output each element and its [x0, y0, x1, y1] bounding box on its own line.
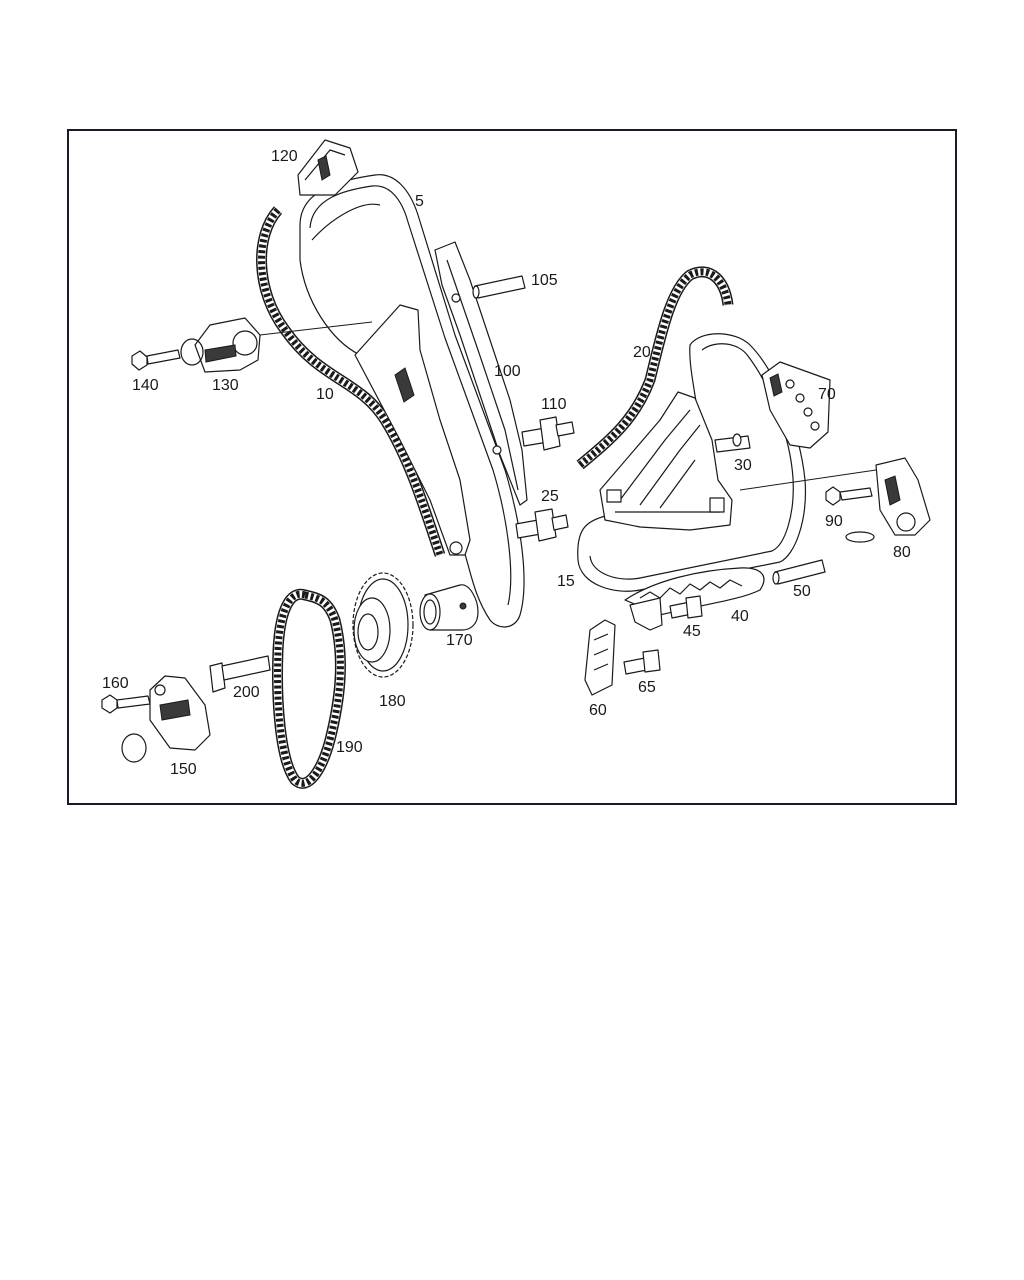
- label-60: 60: [589, 702, 607, 719]
- label-30: 30: [734, 457, 752, 474]
- part-140-bolt: [131, 349, 181, 371]
- label-100: 100: [494, 363, 521, 380]
- part-60-shoe: [584, 619, 616, 696]
- part-110-bushing: [521, 416, 575, 451]
- part-200-bolt: [209, 655, 271, 693]
- label-65: 65: [638, 679, 656, 696]
- label-170: 170: [446, 632, 473, 649]
- leader-130: [259, 321, 373, 336]
- label-130: 130: [212, 377, 239, 394]
- part-160-bolt: [101, 694, 151, 714]
- part-190-chain: [272, 588, 346, 789]
- diagram-frame: [67, 129, 957, 805]
- part-labels: 120 5 105 140 130 10 100 20 70 110 30 25…: [102, 148, 911, 778]
- label-160: 160: [102, 675, 129, 692]
- label-10: 10: [316, 386, 334, 403]
- leader-80: [739, 469, 877, 491]
- part-100-rail: [434, 241, 528, 506]
- left-guide-arm: [354, 304, 471, 556]
- part-105-pin: [472, 275, 526, 299]
- label-150: 150: [170, 761, 197, 778]
- part-150-tensioner: [121, 675, 211, 763]
- label-110: 110: [541, 396, 567, 413]
- label-5: 5: [415, 193, 424, 210]
- label-25: 25: [541, 488, 559, 505]
- label-70: 70: [818, 386, 836, 403]
- label-45: 45: [683, 623, 701, 640]
- part-50-pin: [772, 559, 826, 585]
- part-120-block: [297, 139, 359, 196]
- label-190: 190: [336, 739, 363, 756]
- label-15: 15: [557, 573, 575, 590]
- part-40-guide: [624, 567, 765, 631]
- part-30-pin: [714, 433, 751, 453]
- part-180-sprocket: [352, 572, 414, 678]
- right-bracket: [599, 391, 733, 531]
- part-65-bolt: [623, 649, 661, 675]
- label-20: 20: [633, 344, 651, 361]
- label-180: 180: [379, 693, 406, 710]
- label-105: 105: [531, 272, 558, 289]
- part-90-bolt: [825, 486, 873, 506]
- part-130-tensioner: [180, 317, 261, 373]
- label-90: 90: [825, 513, 843, 530]
- label-140: 140: [132, 377, 159, 394]
- label-200: 200: [233, 684, 260, 701]
- part-25-bushing: [515, 508, 569, 542]
- part-70-block: [761, 361, 831, 449]
- part-45-bolt: [669, 595, 703, 619]
- label-40: 40: [731, 608, 749, 625]
- part-20-chain: [576, 266, 734, 470]
- label-120: 120: [271, 148, 298, 165]
- label-50: 50: [793, 583, 811, 600]
- part-170-sleeve: [419, 584, 479, 631]
- label-80: 80: [893, 544, 911, 561]
- part-10-chain: [256, 206, 446, 557]
- part-80-tensioner: [845, 457, 931, 543]
